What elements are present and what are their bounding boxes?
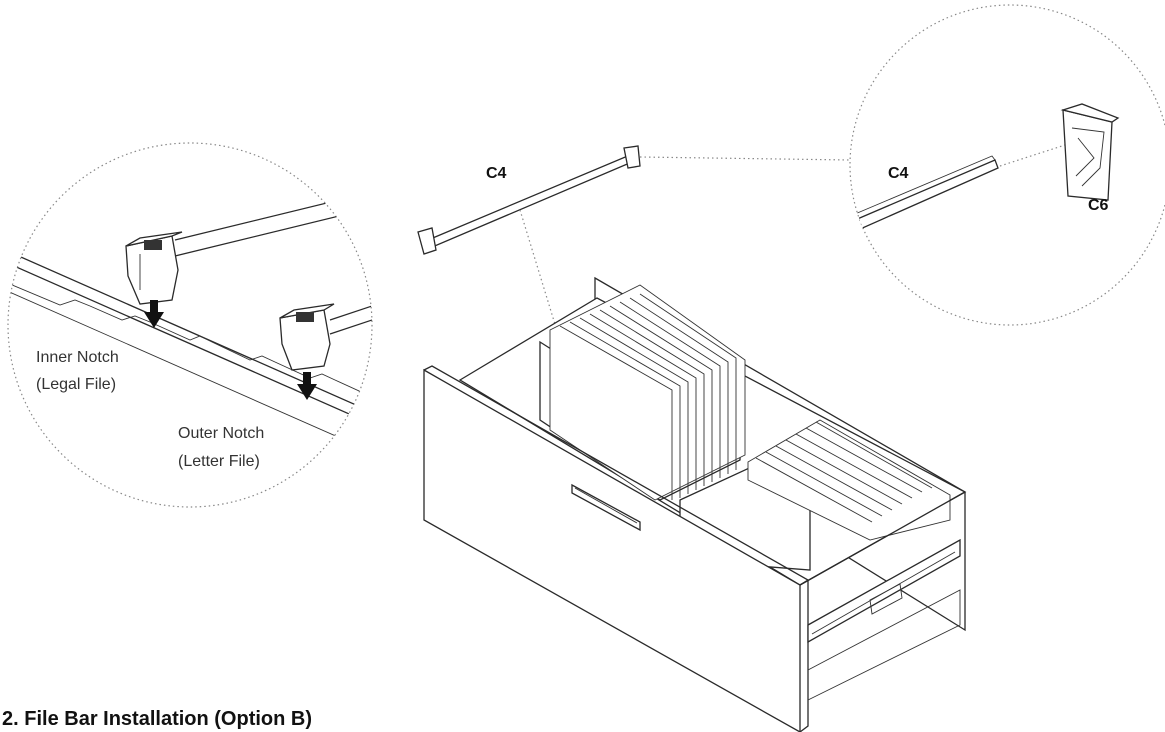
- inner-notch-label: Inner Notch: [36, 349, 119, 366]
- hanging-folders-front: [549, 284, 746, 501]
- hanging-folders-back: [747, 419, 951, 541]
- down-arrow-icon: [297, 372, 317, 400]
- c4-c6-detail-callout: C4 C6: [849, 4, 1165, 326]
- c4-leader-line: [639, 156, 851, 161]
- c6-detail-label: C6: [1088, 197, 1109, 214]
- drawer-slide-rail: [807, 538, 961, 701]
- outer-notch-label: Outer Notch: [178, 425, 264, 442]
- notch-detail-circle: [7, 142, 373, 508]
- bar-clip-inner: [125, 231, 183, 305]
- notch-detail-callout: Inner Notch (Legal File) Outer Notch (Le…: [7, 142, 373, 508]
- down-arrow-icon: [144, 300, 164, 328]
- c6-clip-part: [1060, 103, 1120, 201]
- file-drawer: [423, 276, 967, 732]
- bar-clip-outer: [279, 303, 335, 371]
- drawer-handle: [571, 483, 641, 532]
- c4-file-bar: [417, 145, 641, 255]
- outer-notch-type-label: (Letter File): [178, 453, 260, 470]
- inner-notch-type-label: (Legal File): [36, 376, 116, 393]
- section-title: 2. File Bar Installation (Option B): [2, 708, 312, 730]
- c4-main-label: C4: [486, 165, 507, 182]
- c4-detail-label: C4: [888, 165, 909, 182]
